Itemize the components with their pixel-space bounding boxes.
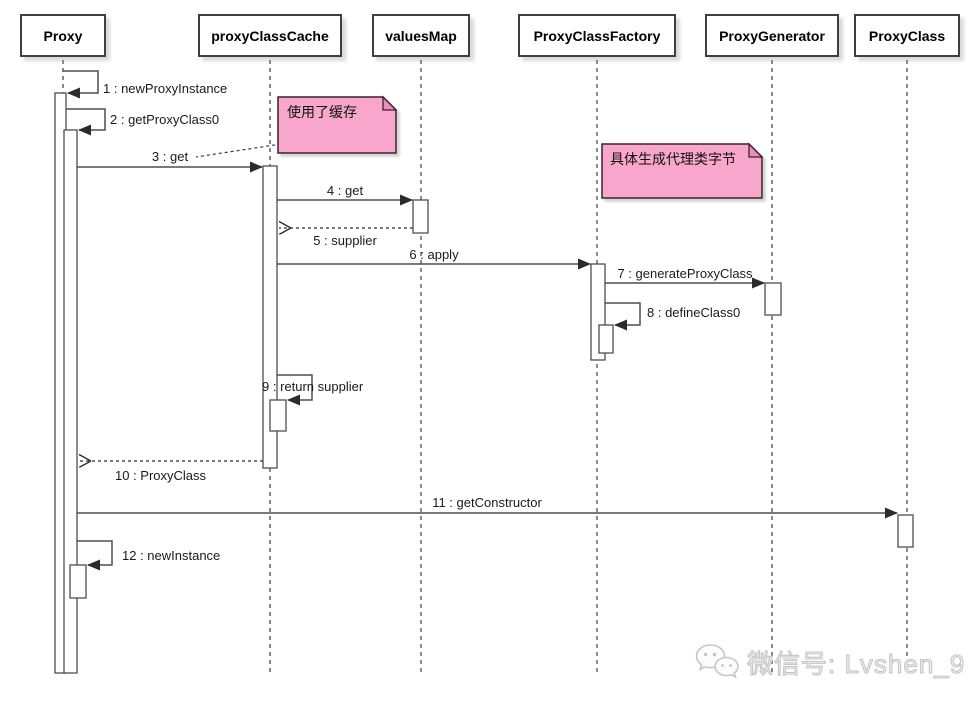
participant-proxy-generator: ProxyGenerator [705, 14, 839, 57]
arrow-getProxyClass0 [66, 108, 106, 136]
arrow-return-supplier [277, 374, 313, 406]
participant-proxy-class-factory: ProxyClassFactory [518, 14, 676, 57]
message-label-8: 8 : defineClass0 [647, 305, 741, 320]
arrow-newInstance [77, 540, 113, 571]
message-label-12: 12 : newInstance [122, 548, 221, 563]
note-fold-corner [748, 142, 764, 158]
message-label-6: 6 : apply [409, 247, 459, 262]
activation-cache-2 [269, 399, 287, 432]
activation-values-map [412, 199, 429, 234]
note-cache-usage-text: 使用了缓存 [287, 104, 357, 120]
message-label-10: 10 : ProxyClass [115, 468, 207, 483]
note-body [601, 143, 763, 199]
note-generate-bytes-text: 具体生成代理类字节 [610, 151, 736, 167]
message-label-5: 5 : supplier [313, 233, 377, 248]
activation-generator [764, 282, 782, 316]
activation-factory-2 [598, 324, 614, 354]
activation-proxy-2 [63, 129, 78, 674]
message-arrows [63, 70, 898, 571]
note-cache-usage [277, 95, 398, 154]
note-fold-corner [382, 95, 398, 111]
arrow-newProxyInstance [63, 70, 99, 99]
lifelines [62, 60, 908, 675]
message-label-4: 4 : get [326, 183, 364, 198]
participant-proxy-class-cache: proxyClassCache [198, 14, 342, 57]
note-generate-bytes [601, 142, 764, 199]
message-label-1: 1 : newProxyInstance [103, 81, 228, 96]
activation-cache-1 [262, 165, 278, 469]
participant-proxy-class: ProxyClass [854, 14, 960, 57]
message-label-3: 3 : get [151, 149, 189, 164]
participant-proxy: Proxy [20, 14, 106, 57]
activation-bars [54, 92, 914, 674]
message-label-9: 9 : return supplier [262, 379, 364, 394]
participant-values-map: valuesMap [372, 14, 470, 57]
note-body [277, 96, 397, 154]
activation-proxy-3 [69, 564, 87, 599]
message-label-2: 2 : getProxyClass0 [110, 112, 220, 127]
message-label-11: 11 : getConstructor [432, 495, 542, 510]
arrow-defineClass0 [605, 302, 641, 331]
note-connector [195, 143, 282, 158]
activation-proxy-class [897, 514, 914, 548]
message-label-7: 7 : generateProxyClass [617, 266, 753, 281]
